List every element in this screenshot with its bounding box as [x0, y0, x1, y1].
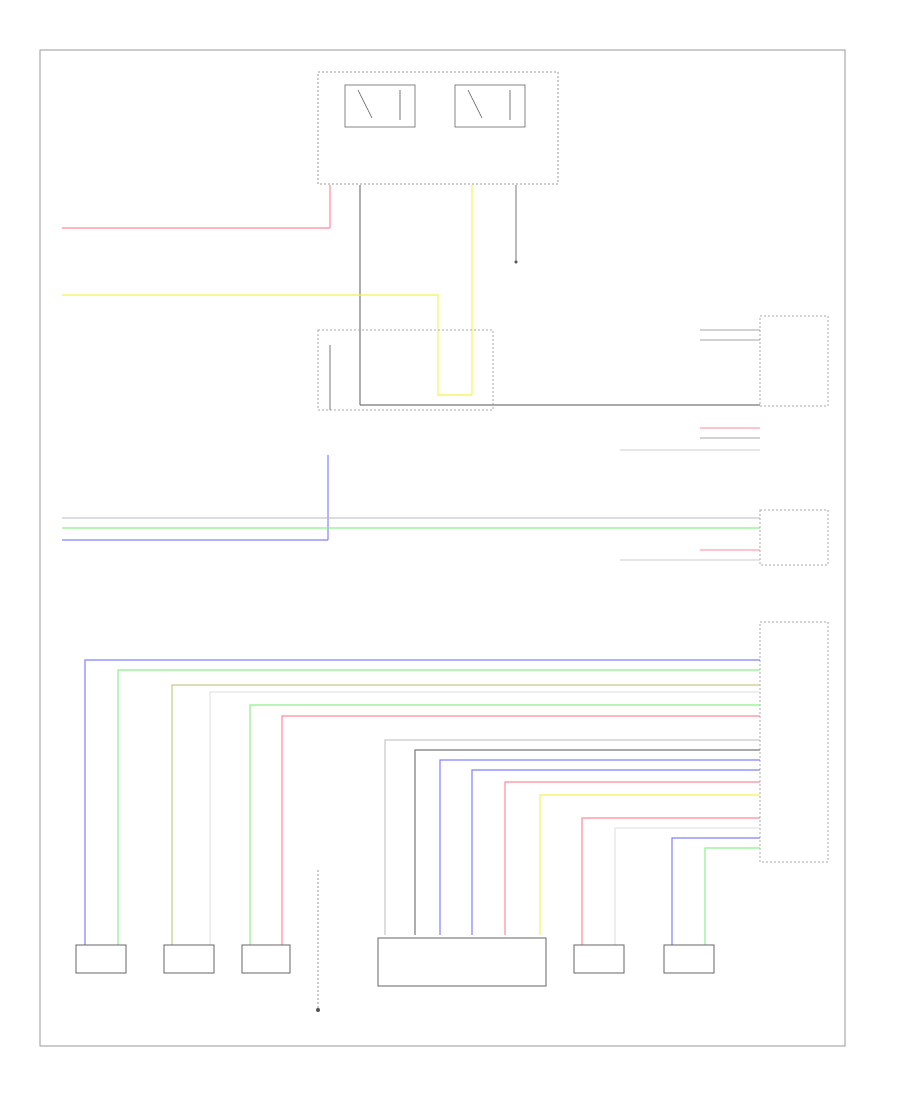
relay-2 — [454, 84, 526, 128]
engine-control-connector — [759, 621, 829, 863]
yellow-wire — [62, 294, 472, 396]
blue-sensor-wire-1 — [84, 659, 760, 945]
white-sensor-wire — [209, 691, 760, 945]
actuator-wire-6 — [539, 794, 760, 935]
yaw-rate-sensor-connector — [620, 427, 760, 451]
switch-ground — [316, 1008, 320, 1012]
green-sensor-wire-1 — [117, 669, 760, 945]
green-sensor-wire-3 — [704, 847, 760, 945]
brake-actuator — [377, 937, 547, 987]
steering-sensor-connector — [620, 509, 829, 566]
relay-1 — [344, 84, 416, 128]
red-sensor-wire-2 — [581, 817, 760, 945]
diagram-border — [39, 49, 846, 1047]
solenoid — [241, 944, 291, 974]
seat-belt-control-connector — [700, 315, 829, 407]
blue-sensor-wire-2 — [671, 837, 760, 945]
ground-symbol — [514, 260, 518, 264]
sensor-2 — [163, 944, 215, 974]
white-sensor-wire-2 — [614, 827, 760, 945]
actuator-wire-4 — [471, 769, 760, 935]
relay-box — [317, 71, 559, 185]
sensor-1 — [75, 944, 127, 974]
junction-block — [317, 329, 494, 411]
red-sensor-wire-1 — [281, 715, 760, 945]
green-sensor-wire-2 — [249, 704, 760, 945]
actuator-wire-5 — [504, 781, 760, 935]
actuator-wire-3 — [439, 759, 760, 935]
sensor-3 — [573, 944, 625, 974]
olive-sensor-wire — [171, 684, 760, 945]
sensor-4 — [663, 944, 715, 974]
actuator-wire-1 — [384, 739, 760, 935]
actuator-wire-2 — [414, 749, 760, 935]
